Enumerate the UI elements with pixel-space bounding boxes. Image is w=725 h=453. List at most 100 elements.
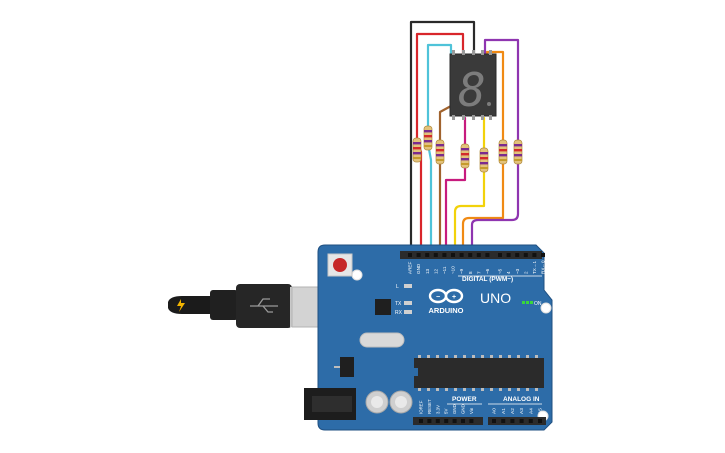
- chip-pin: [418, 388, 421, 391]
- svg-text:−: −: [436, 294, 440, 301]
- led-tx-label: TX: [395, 301, 402, 307]
- atmega-microcontroller: [414, 355, 544, 391]
- resistors: [412, 125, 523, 173]
- resistor-7[interactable]: [513, 139, 523, 165]
- arduino-logo: − + ARDUINO: [429, 288, 464, 315]
- seven-segment-display[interactable]: 8: [449, 50, 497, 120]
- analog-pin-socket[interactable]: [501, 419, 506, 423]
- digital-pin-label: 2: [523, 271, 528, 274]
- display-pins: [452, 50, 492, 120]
- power-header-label: POWER: [452, 396, 477, 403]
- digital-pin-socket[interactable]: [476, 253, 481, 257]
- reset-button[interactable]: [327, 253, 353, 277]
- mount-hole-1: [351, 269, 363, 281]
- digital-pin-socket[interactable]: [433, 253, 438, 257]
- chip-pin: [454, 388, 457, 391]
- regulator-tab: [334, 366, 340, 368]
- analog-pin-label: A1: [501, 408, 507, 414]
- capacitors: [365, 390, 413, 414]
- chip-pin: [508, 355, 511, 358]
- digital-pin-socket[interactable]: [541, 253, 545, 257]
- chip-pin: [499, 355, 502, 358]
- digital-pin-socket[interactable]: [451, 253, 455, 257]
- display-decimal-point: [487, 102, 491, 106]
- analog-pin-label: A2: [510, 408, 516, 414]
- chip-pin: [499, 388, 502, 391]
- resistor-1[interactable]: [412, 137, 422, 163]
- digital-pin-socket[interactable]: [506, 253, 511, 257]
- power-pin-socket[interactable]: [469, 419, 474, 423]
- digital-pin-label: 12: [433, 268, 438, 274]
- digital-pin-socket[interactable]: [416, 253, 421, 257]
- chip-pin: [427, 355, 430, 358]
- power-pin-socket[interactable]: [419, 419, 423, 423]
- power-pin-socket[interactable]: [435, 419, 440, 423]
- analog-pin-socket[interactable]: [528, 419, 533, 423]
- digital-pin-label: 7: [476, 271, 481, 274]
- analog-pin-socket[interactable]: [519, 419, 524, 423]
- chip-pin: [481, 388, 484, 391]
- digital-pin-sockets: [408, 253, 545, 257]
- bottom-pin-sockets: [419, 419, 542, 423]
- chip-pin: [490, 355, 493, 358]
- chip-pin: [454, 355, 457, 358]
- chip-pin: [535, 355, 538, 358]
- digital-pin-label: ~5: [498, 268, 503, 274]
- wire-orange-pin8[interactable]: [461, 50, 505, 254]
- resistor-6[interactable]: [498, 139, 508, 165]
- digital-pin-socket[interactable]: [468, 253, 473, 257]
- resistor-3[interactable]: [435, 139, 445, 165]
- analog-pin-label: A4: [528, 408, 534, 414]
- digital-pin-socket[interactable]: [498, 253, 502, 257]
- digital-pin-label: RX←0: [541, 260, 546, 274]
- wire-cyan-pin12[interactable]: [426, 43, 453, 254]
- usb-interface-chip: [375, 299, 391, 315]
- chip-pin: [463, 355, 466, 358]
- wire-yellow-pin9[interactable]: [453, 116, 486, 254]
- power-pin-socket[interactable]: [452, 419, 457, 423]
- digital-pin-label: GND: [416, 263, 421, 274]
- brand-label: ARDUINO: [429, 306, 464, 315]
- chip-pin: [445, 355, 448, 358]
- chip-pin: [490, 388, 493, 391]
- resistor-5[interactable]: [479, 147, 489, 173]
- wire-red-pin13[interactable]: [415, 32, 465, 254]
- usb-symbol-icon: [250, 298, 278, 313]
- chip-pin: [508, 388, 511, 391]
- usb-bolt-icon: [177, 299, 185, 312]
- chip-pin: [463, 388, 466, 391]
- power-pin-label: RESET: [427, 399, 432, 414]
- digital-pin-socket[interactable]: [515, 253, 520, 257]
- digital-pin-socket[interactable]: [442, 253, 447, 257]
- analog-pin-socket[interactable]: [510, 419, 515, 423]
- resistor-4[interactable]: [460, 143, 470, 169]
- dc-power-jack[interactable]: [304, 388, 356, 420]
- voltage-regulator: [340, 357, 354, 377]
- svg-text:+: +: [452, 294, 456, 301]
- digital-pin-socket[interactable]: [485, 253, 490, 257]
- chip-pin: [535, 388, 538, 391]
- digital-pin-socket[interactable]: [425, 253, 430, 257]
- status-leds: L TX RX: [395, 284, 412, 316]
- analog-pin-socket[interactable]: [538, 419, 542, 423]
- mount-hole-2: [540, 302, 552, 314]
- resistor-2[interactable]: [423, 125, 433, 151]
- wire-purple-pin7[interactable]: [470, 38, 520, 254]
- power-pin-socket[interactable]: [444, 419, 449, 423]
- wire-black-gnd[interactable]: [409, 20, 476, 254]
- on-label: ON: [534, 301, 542, 307]
- analog-pin-socket[interactable]: [492, 419, 496, 423]
- digital-pin-label: ~9: [459, 268, 464, 274]
- power-pin-socket[interactable]: [427, 419, 432, 423]
- power-pin-socket[interactable]: [461, 419, 465, 423]
- analog-header: [488, 417, 546, 425]
- digital-pin-socket[interactable]: [408, 253, 412, 257]
- digital-pin-socket[interactable]: [532, 253, 537, 257]
- model-label: UNO: [480, 290, 511, 306]
- digital-pin-label: AREF: [408, 262, 413, 274]
- digital-pin-socket[interactable]: [523, 253, 528, 257]
- digital-pin-socket[interactable]: [459, 253, 464, 257]
